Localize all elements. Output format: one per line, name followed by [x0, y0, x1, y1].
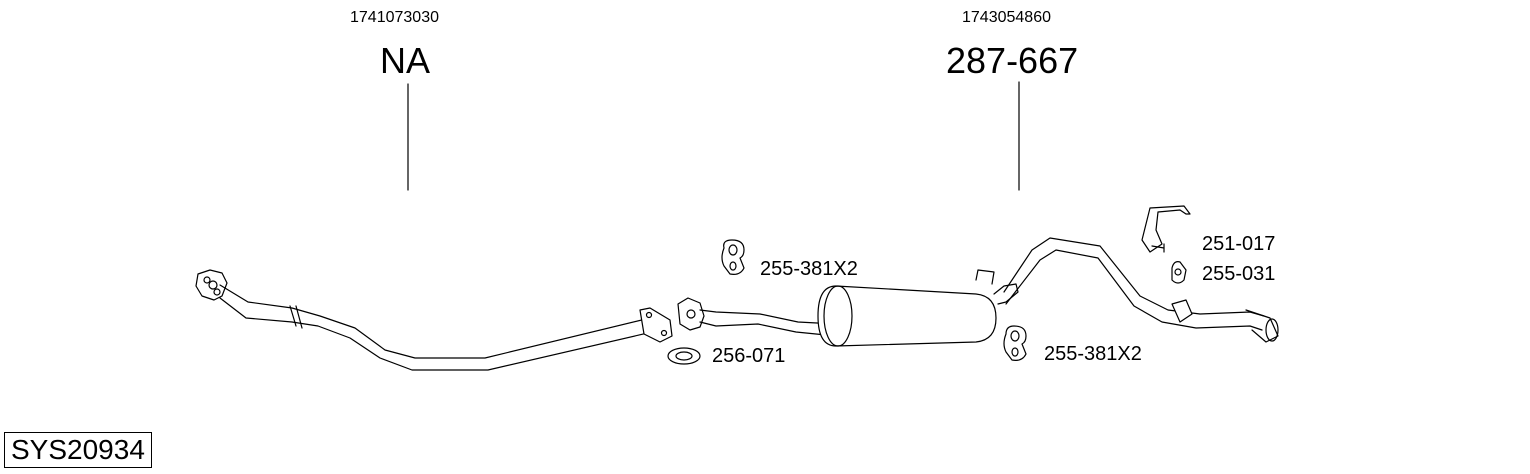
- front-pipe: [195, 269, 673, 371]
- label-gasket: 256-071: [712, 345, 786, 367]
- oe-number-rear-muffler: 1743054860: [962, 9, 1051, 26]
- rear-muffler-assembly: [677, 237, 1279, 347]
- system-code-box: SYS20934: [4, 432, 152, 468]
- label-hanger-front: 255-381X2: [760, 258, 858, 280]
- part-number-rear-muffler: 287-667: [946, 40, 1079, 81]
- hanger-rubber-front: [721, 239, 745, 275]
- label-hanger-rear: 255-381X2: [1044, 343, 1142, 365]
- part-number-front-pipe: NA: [380, 40, 431, 81]
- gasket-ring: [667, 347, 701, 365]
- label-rubber-mount: 255-031: [1202, 263, 1276, 285]
- mounting-bracket: [1141, 205, 1191, 253]
- hanger-rubber-rear: [1003, 325, 1027, 361]
- rubber-mount: [1171, 261, 1187, 284]
- label-bracket: 251-017: [1202, 233, 1276, 255]
- oe-number-front-pipe: 1741073030: [350, 9, 439, 26]
